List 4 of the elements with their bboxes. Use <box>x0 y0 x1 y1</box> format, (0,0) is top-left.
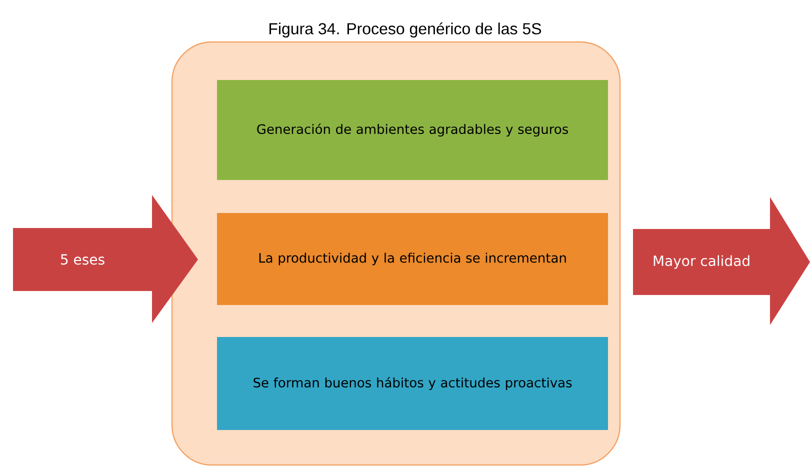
figure-title: Figura 34. Proceso genérico de las 5S <box>270 22 542 38</box>
text-box: Se forman buenos hábitos y actitudes proactivas <box>217 337 608 430</box>
text-box: Generación de ambientes agradables y seguros <box>217 80 608 180</box>
text-box: La productividad y la eficiencia se incrementan <box>217 213 608 305</box>
